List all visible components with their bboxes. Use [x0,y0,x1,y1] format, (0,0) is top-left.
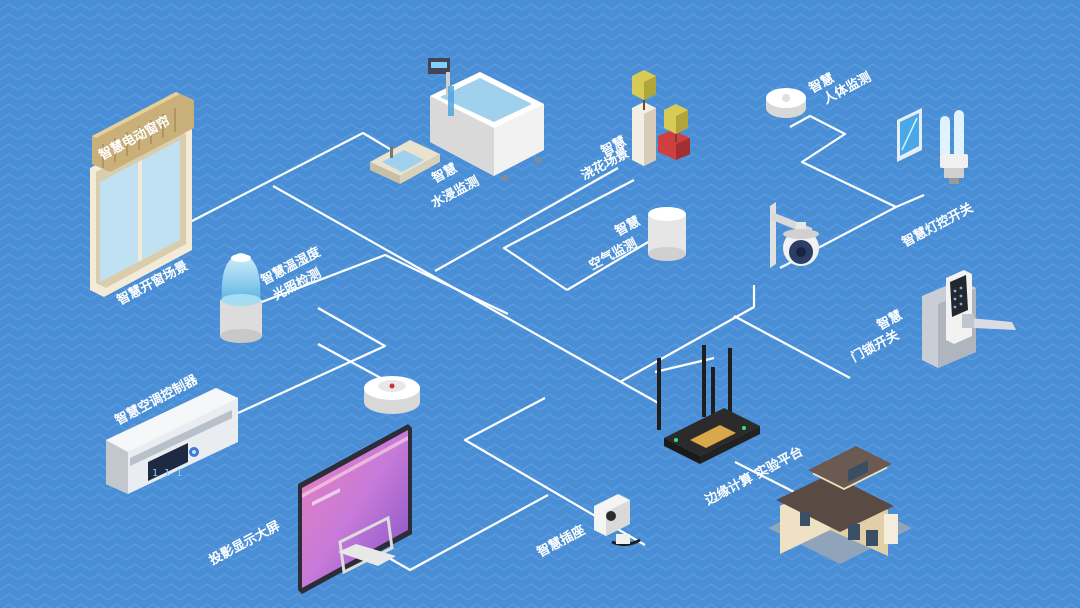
svg-text:1 1 1: 1 1 1 [152,468,182,479]
light-switch-icon [897,108,922,162]
plants-icon [632,70,690,166]
house-icon [768,446,912,564]
air-monitor-icon [648,207,686,261]
door-lock-icon [922,270,1016,368]
sink-icon [370,140,440,184]
curtain-window-icon [90,92,194,297]
bathtub-icon [428,58,544,181]
router-icon [657,345,760,464]
security-camera-icon [770,202,819,268]
humidity-sensor-icon [220,253,262,343]
smart-socket-icon [594,494,641,547]
display-screen-icon [298,424,412,594]
light-bulb-icon [940,110,968,184]
body-sensor-icon [766,88,806,118]
ac-controller-icon: 1 1 1 [106,388,238,494]
smoke-detector-icon [364,376,420,414]
